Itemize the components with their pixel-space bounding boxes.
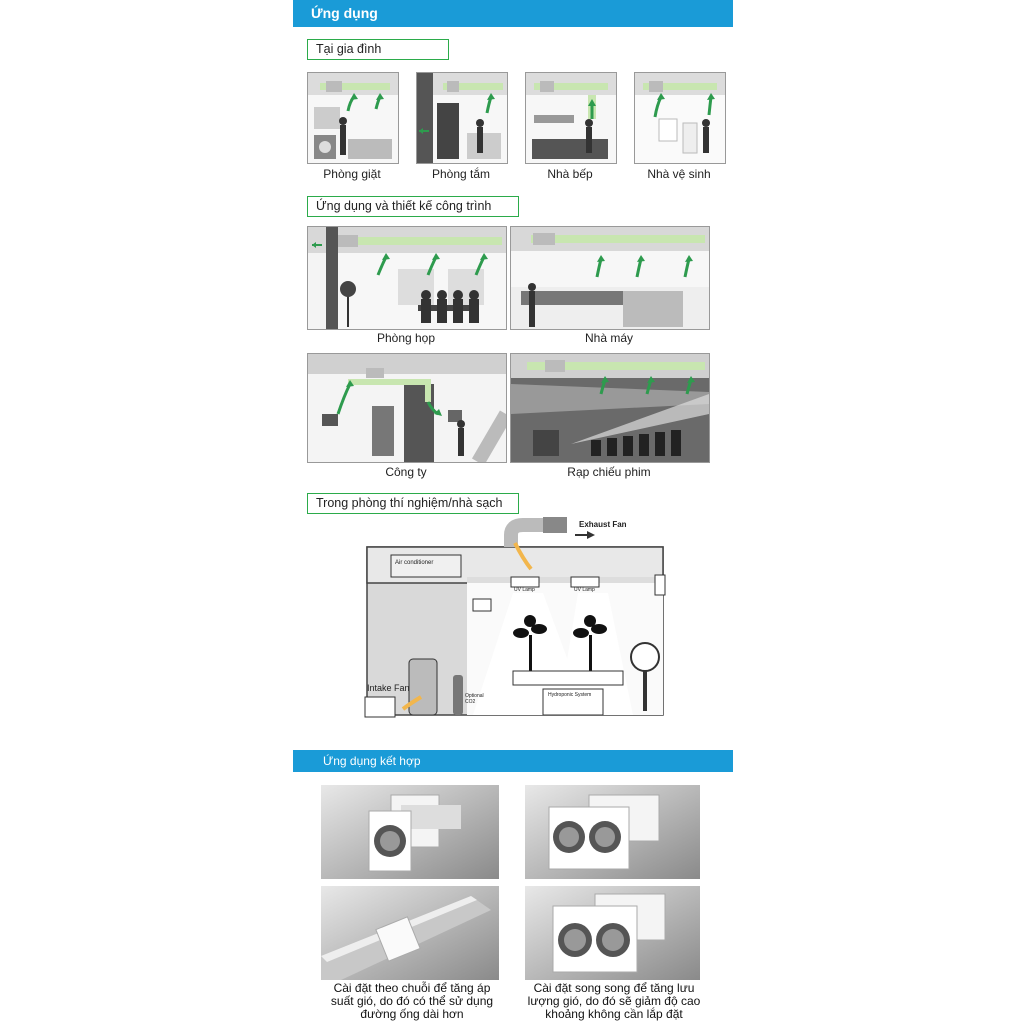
caption-cinema: Rạp chiếu phim bbox=[567, 465, 651, 479]
section-header-combined: Ứng dụng kết hợp bbox=[293, 750, 733, 772]
photo-series-duct bbox=[321, 886, 499, 980]
caption-kitchen: Nhà bếp bbox=[547, 167, 593, 181]
subhead-lab: Trong phòng thí nghiệm/nhà sạch bbox=[307, 493, 519, 514]
caption-toilet: Nhà vệ sinh bbox=[647, 167, 711, 181]
illustration-laundry bbox=[307, 72, 399, 164]
illustration-cinema bbox=[510, 353, 710, 463]
label-hydroponic: Hydroponic System bbox=[548, 692, 592, 698]
label-uv-lamp-2: UV Lamp bbox=[574, 587, 595, 593]
label-uv-lamp-1: UV Lamp bbox=[514, 587, 535, 593]
label-intake-fan: Intake Fan bbox=[367, 683, 410, 693]
section-header-applications: Ứng dụng bbox=[293, 0, 733, 27]
lab-diagram: Exhaust Fan Air conditioner UV Lamp UV L… bbox=[343, 515, 683, 725]
photo-parallel-front bbox=[525, 886, 700, 980]
illustration-meeting-room bbox=[307, 226, 507, 330]
caption-bathroom: Phòng tắm bbox=[431, 167, 491, 181]
combined-title: Ứng dụng kết hợp bbox=[323, 754, 421, 768]
illustration-toilet bbox=[634, 72, 726, 164]
label-co2: Optional CO2 bbox=[465, 693, 484, 705]
photo-parallel-fans bbox=[525, 785, 700, 879]
subhead-construction: Ứng dụng và thiết kế công trình bbox=[307, 196, 519, 217]
illustration-bathroom bbox=[416, 72, 508, 164]
illustration-factory bbox=[510, 226, 710, 330]
label-exhaust-fan: Exhaust Fan bbox=[579, 520, 627, 529]
photo-series-fans bbox=[321, 785, 499, 879]
note-parallel-install: Cài đặt song song để tăng lưu lượng gió,… bbox=[527, 981, 701, 1021]
illustration-office bbox=[307, 353, 507, 463]
caption-factory: Nhà máy bbox=[584, 331, 634, 345]
caption-laundry: Phòng giặt bbox=[323, 167, 381, 181]
illustration-kitchen bbox=[525, 72, 617, 164]
section-title: Ứng dụng bbox=[311, 5, 378, 21]
caption-meeting-room: Phòng họp bbox=[376, 331, 436, 345]
caption-office: Công ty bbox=[385, 465, 427, 479]
note-series-install: Cài đặt theo chuỗi để tăng áp suất gió, … bbox=[330, 981, 494, 1021]
label-air-conditioner: Air conditioner bbox=[395, 560, 434, 566]
subhead-home: Tại gia đình bbox=[307, 39, 449, 60]
